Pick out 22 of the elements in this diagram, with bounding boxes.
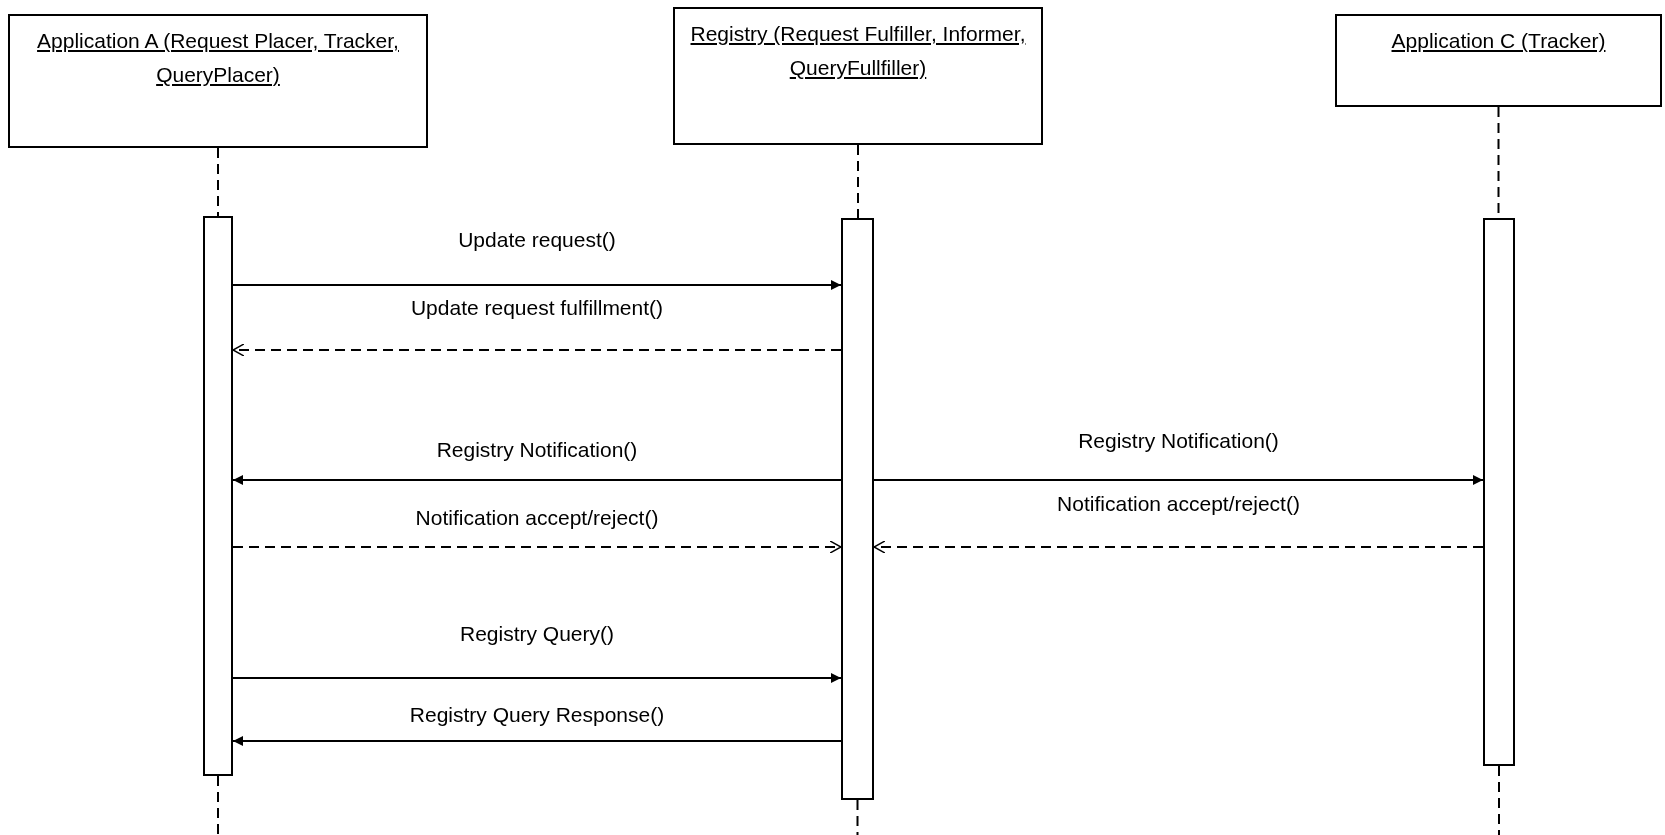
lifeline	[856, 799, 859, 835]
lifeline	[217, 147, 219, 217]
lifeline	[857, 144, 859, 219]
message-arrow	[232, 540, 842, 554]
message-arrow	[232, 673, 842, 683]
message-arrow	[232, 280, 842, 290]
participant-box	[1335, 14, 1662, 107]
message-arrow	[873, 475, 1484, 485]
lifeline	[217, 775, 219, 835]
participant-name: Registry (Request Fulfiller, Informer, QueryFullfiller)	[689, 21, 1027, 81]
activation-bar	[1483, 218, 1515, 766]
participant-name: Application C (Tracker)	[1391, 28, 1606, 54]
message-arrow	[232, 736, 842, 746]
message-arrow	[873, 540, 1484, 554]
lifeline	[1498, 765, 1500, 835]
activation-bar	[841, 218, 874, 800]
participant-box	[673, 7, 1043, 145]
activation-bar	[203, 216, 233, 776]
message-arrow	[232, 343, 842, 357]
participant-box	[8, 14, 428, 148]
participant-name: Application A (Request Placer, Tracker, QueryPlacer)	[36, 28, 400, 88]
message-arrow	[232, 475, 842, 485]
